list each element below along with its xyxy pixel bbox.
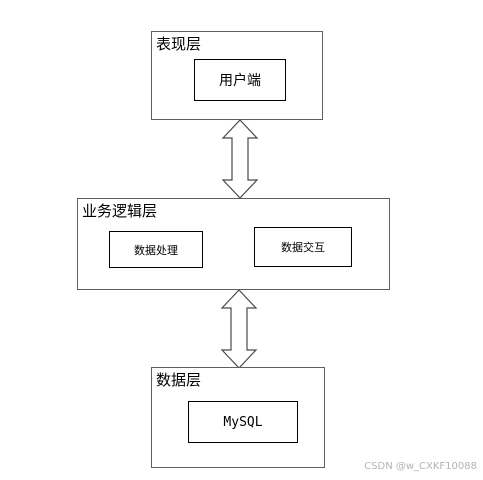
client-box: 用户端 bbox=[194, 59, 286, 101]
business-logic-layer-title: 业务逻辑层 bbox=[82, 202, 158, 220]
presentation-layer-title: 表现层 bbox=[156, 35, 202, 53]
double-arrow-top bbox=[221, 119, 259, 199]
double-arrow-bottom bbox=[220, 289, 258, 369]
data-interaction-box: 数据交互 bbox=[254, 227, 352, 267]
data-layer-title: 数据层 bbox=[156, 371, 202, 389]
mysql-database-box: MySQL bbox=[188, 401, 298, 443]
watermark: CSDN @w_CXKF10088 bbox=[364, 461, 477, 472]
presentation-layer: 表现层 bbox=[151, 31, 323, 120]
data-processing-box: 数据处理 bbox=[109, 231, 203, 268]
